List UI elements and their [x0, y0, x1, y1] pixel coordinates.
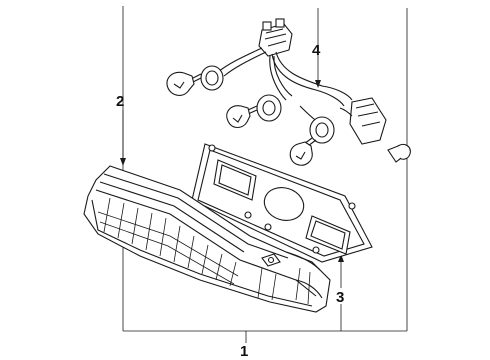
callout-3: 3: [336, 289, 344, 306]
bulb-socket-right: [303, 116, 335, 147]
bulb-left: [166, 71, 195, 96]
bulb-socket-left: [192, 65, 224, 91]
bulb-middle: [226, 105, 251, 129]
callout-1: 1: [240, 343, 248, 360]
lamp-lens: [83, 165, 331, 313]
leader-lines: [120, 6, 408, 343]
side-connector: [339, 97, 387, 145]
callout-4: 4: [312, 42, 321, 59]
bulb-right: [289, 141, 313, 166]
callout-2: 2: [116, 93, 124, 110]
wedge-bulb: [387, 143, 411, 163]
bulb-socket-middle: [247, 94, 282, 122]
wiring-harness: [166, 18, 411, 166]
gasket-plate: [191, 143, 373, 263]
